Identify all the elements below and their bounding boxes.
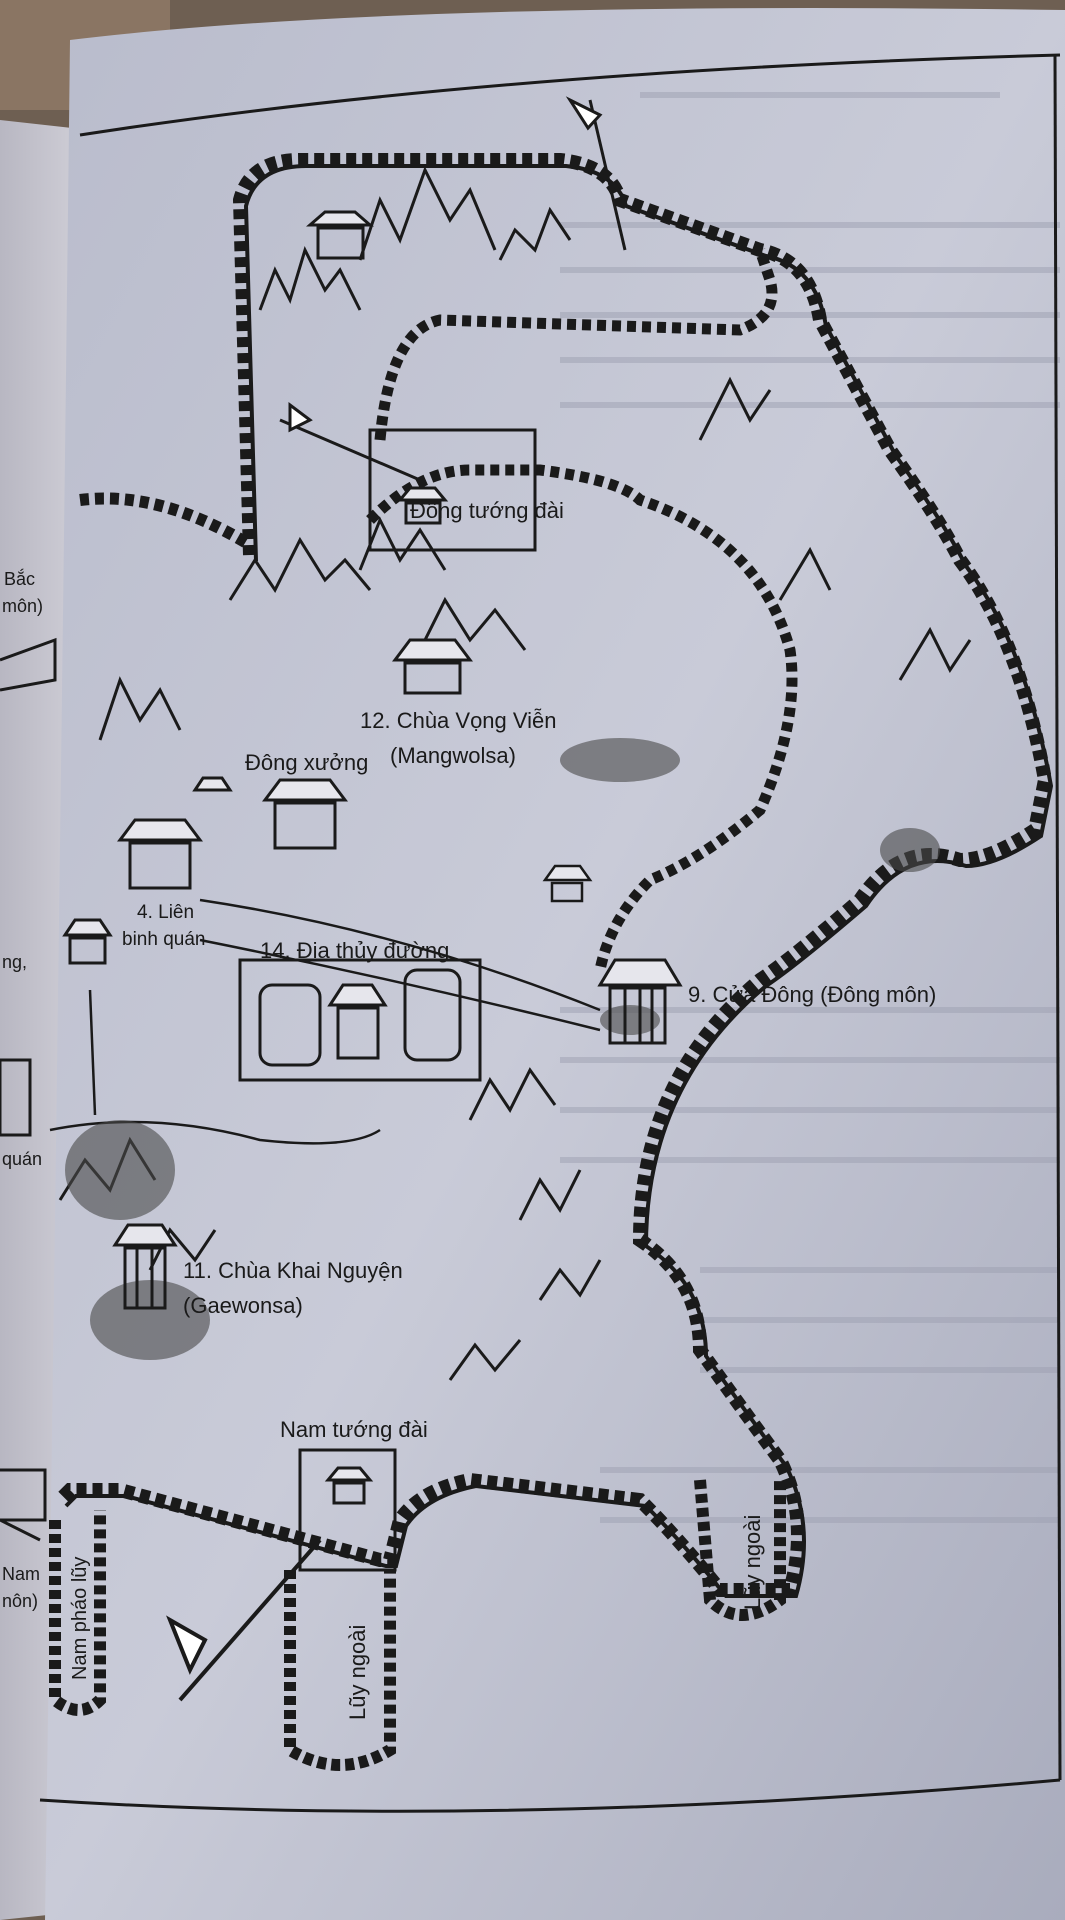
label-edge-nam: Nam [2, 1564, 40, 1584]
road-4 [88, 989, 97, 1116]
label-edge-mon-2: nôn) [2, 1591, 38, 1611]
label-edge-ng: ng, [2, 952, 27, 972]
label-mangwolsa: (Mangwolsa) [390, 743, 516, 768]
frame-right [1053, 54, 1062, 1781]
label-nam-phao-luy: Nam pháo lũy [69, 1557, 91, 1680]
flag-north [565, 96, 627, 251]
small-building-icon [542, 864, 593, 903]
label-gaewonsa: (Gaewonsa) [183, 1293, 303, 1318]
luy-ngoai-left-fort [284, 1570, 396, 1771]
label-chua-vong-vien: 12. Chùa Vọng Viễn [360, 708, 557, 733]
dong-xuong-building-icon [192, 776, 348, 850]
label-luy-ngoai-right: Lũy ngoài [740, 1515, 765, 1610]
flag-east-command [279, 402, 421, 482]
road-2 [199, 938, 601, 1032]
nam-tuong-dai-pavilion-icon [324, 1466, 374, 1505]
label-edge-mon-1: môn) [2, 596, 43, 616]
label-cua-dong: 9. Cửa Đông (Đông môn) [688, 982, 936, 1007]
label-luy-ngoai-left: Lũy ngoài [345, 1625, 370, 1720]
lien-binh-quan-building-icon [62, 818, 203, 965]
inner-wall-2 [366, 464, 798, 972]
nam-phao-luy-fort [49, 1510, 106, 1716]
nam-tuong-dai-enclosure [298, 1448, 397, 1572]
road-1 [199, 898, 601, 1012]
dia-thuy-duong-pond-left [258, 983, 322, 1067]
label-dong-xuong: Đông xưởng [245, 750, 368, 775]
label-edge-quan: quán [2, 1149, 42, 1169]
label-nam-tuong-dai: Nam tướng đài [280, 1417, 428, 1442]
flag-south [166, 1538, 322, 1702]
dia-thuy-duong-building-icon [327, 983, 388, 1060]
left-page-sketch [0, 637, 57, 1542]
frame-top [79, 53, 1061, 137]
label-lien-1: 4. Liên [137, 902, 194, 923]
label-dong-tuong-dai: Đông tướng đài [410, 498, 564, 523]
chua-vong-vien-building-icon [392, 638, 473, 695]
label-edge-bac: Bắc [4, 568, 35, 589]
frame-bottom [39, 1778, 1061, 1813]
dia-thuy-duong-pond-right [403, 968, 462, 1062]
label-lien-2: binh quán [122, 929, 205, 950]
chua-khai-nguyen-building-icon [112, 1223, 178, 1310]
main-page [45, 8, 1065, 1920]
pavilion-dong-tuong-dai-icon [396, 486, 449, 525]
west-wall [79, 492, 254, 551]
pavilion-icon [305, 210, 375, 260]
inner-wall [374, 248, 778, 441]
label-dia-thuy-duong: 14. Địa thủy đường [260, 938, 449, 963]
dong-tuong-dai-enclosure [368, 428, 537, 552]
rock-clusters [65, 738, 940, 1360]
cua-dong-gate-icon [597, 958, 683, 1045]
dia-thuy-duong-enclosure [238, 958, 482, 1082]
fortress-wall-inner [64, 164, 1054, 1598]
label-chua-khai-nguyen: 11. Chùa Khai Nguyện [183, 1258, 403, 1283]
luy-ngoai-right-fort [694, 1479, 786, 1621]
